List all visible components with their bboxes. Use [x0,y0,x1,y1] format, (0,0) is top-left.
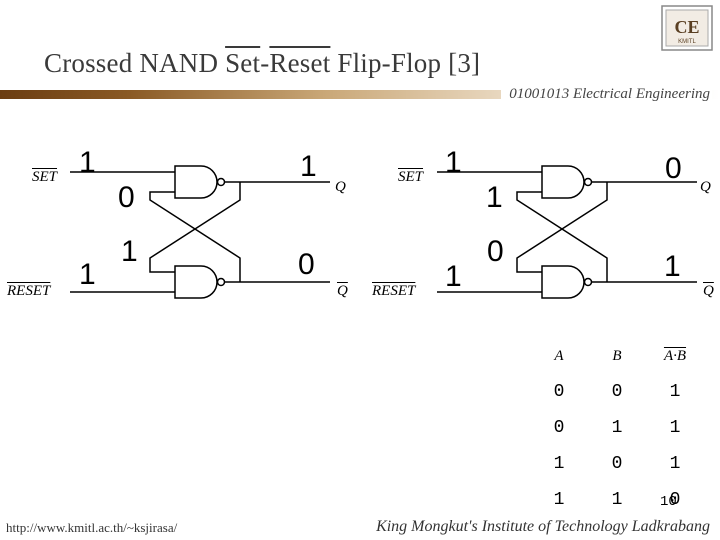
q-bar-value: 1 [664,250,681,283]
nand-bubble-bottom [583,277,593,287]
slide-title: Crossed NAND Set-Reset Flip-Flop [3] [44,48,481,78]
course-subtitle: 01001013 Electrical Engineering [501,86,712,103]
title-set-word: Set [225,48,261,78]
footer-url: http://www.kmitl.ac.th/~ksjirasa/ [6,520,178,535]
title-underline-bar [0,90,720,99]
set-label: SET [398,169,424,185]
nand-gate-top [541,165,585,199]
set-label: SET [32,169,58,185]
q-bar-label: Q [337,283,348,299]
reset-label: RESET [372,283,416,299]
footer-institute: King Mongkut's Institute of Technology L… [376,518,710,535]
q-label: Q [335,179,346,195]
nand-gate-bottom [541,265,585,299]
q-bar-value: 0 [298,248,315,281]
set-value: 1 [79,146,96,179]
feedback-wire-2 [516,182,608,273]
title-reset-word: Reset [269,48,331,78]
header-nand: A·B [663,347,687,364]
header-a: A [554,347,564,364]
reset-value: 1 [445,260,462,293]
header-b: B [612,347,622,364]
nand-gate-top [174,165,218,199]
q-bar-label: Q [703,283,714,299]
q-value: 1 [300,150,317,183]
q-label: Q [700,179,711,195]
feedback-wire-1 [149,191,241,282]
table-header-row: A B A·B [530,338,704,374]
bottom-feedback-value: 0 [487,235,504,268]
nand-gate-bottom [174,265,218,299]
reset-label: RESET [7,283,51,299]
feedback-wire-2 [149,182,241,273]
nand-bubble-top [583,177,593,187]
page-number: 10 [660,494,677,510]
top-feedback-value: 1 [486,181,503,214]
feedback-wire-1 [516,191,608,282]
nand-bubble-top [216,177,226,187]
svg-text:CE: CE [674,17,699,37]
reset-value: 1 [79,258,96,291]
ce-logo-icon: CE KMITL [661,5,713,51]
nand-bubble-bottom [216,277,226,287]
set-value: 1 [445,146,462,179]
q-value: 0 [665,152,682,185]
svg-text:KMITL: KMITL [678,39,696,45]
top-feedback-value: 0 [118,181,135,214]
bottom-feedback-value: 1 [121,235,138,268]
